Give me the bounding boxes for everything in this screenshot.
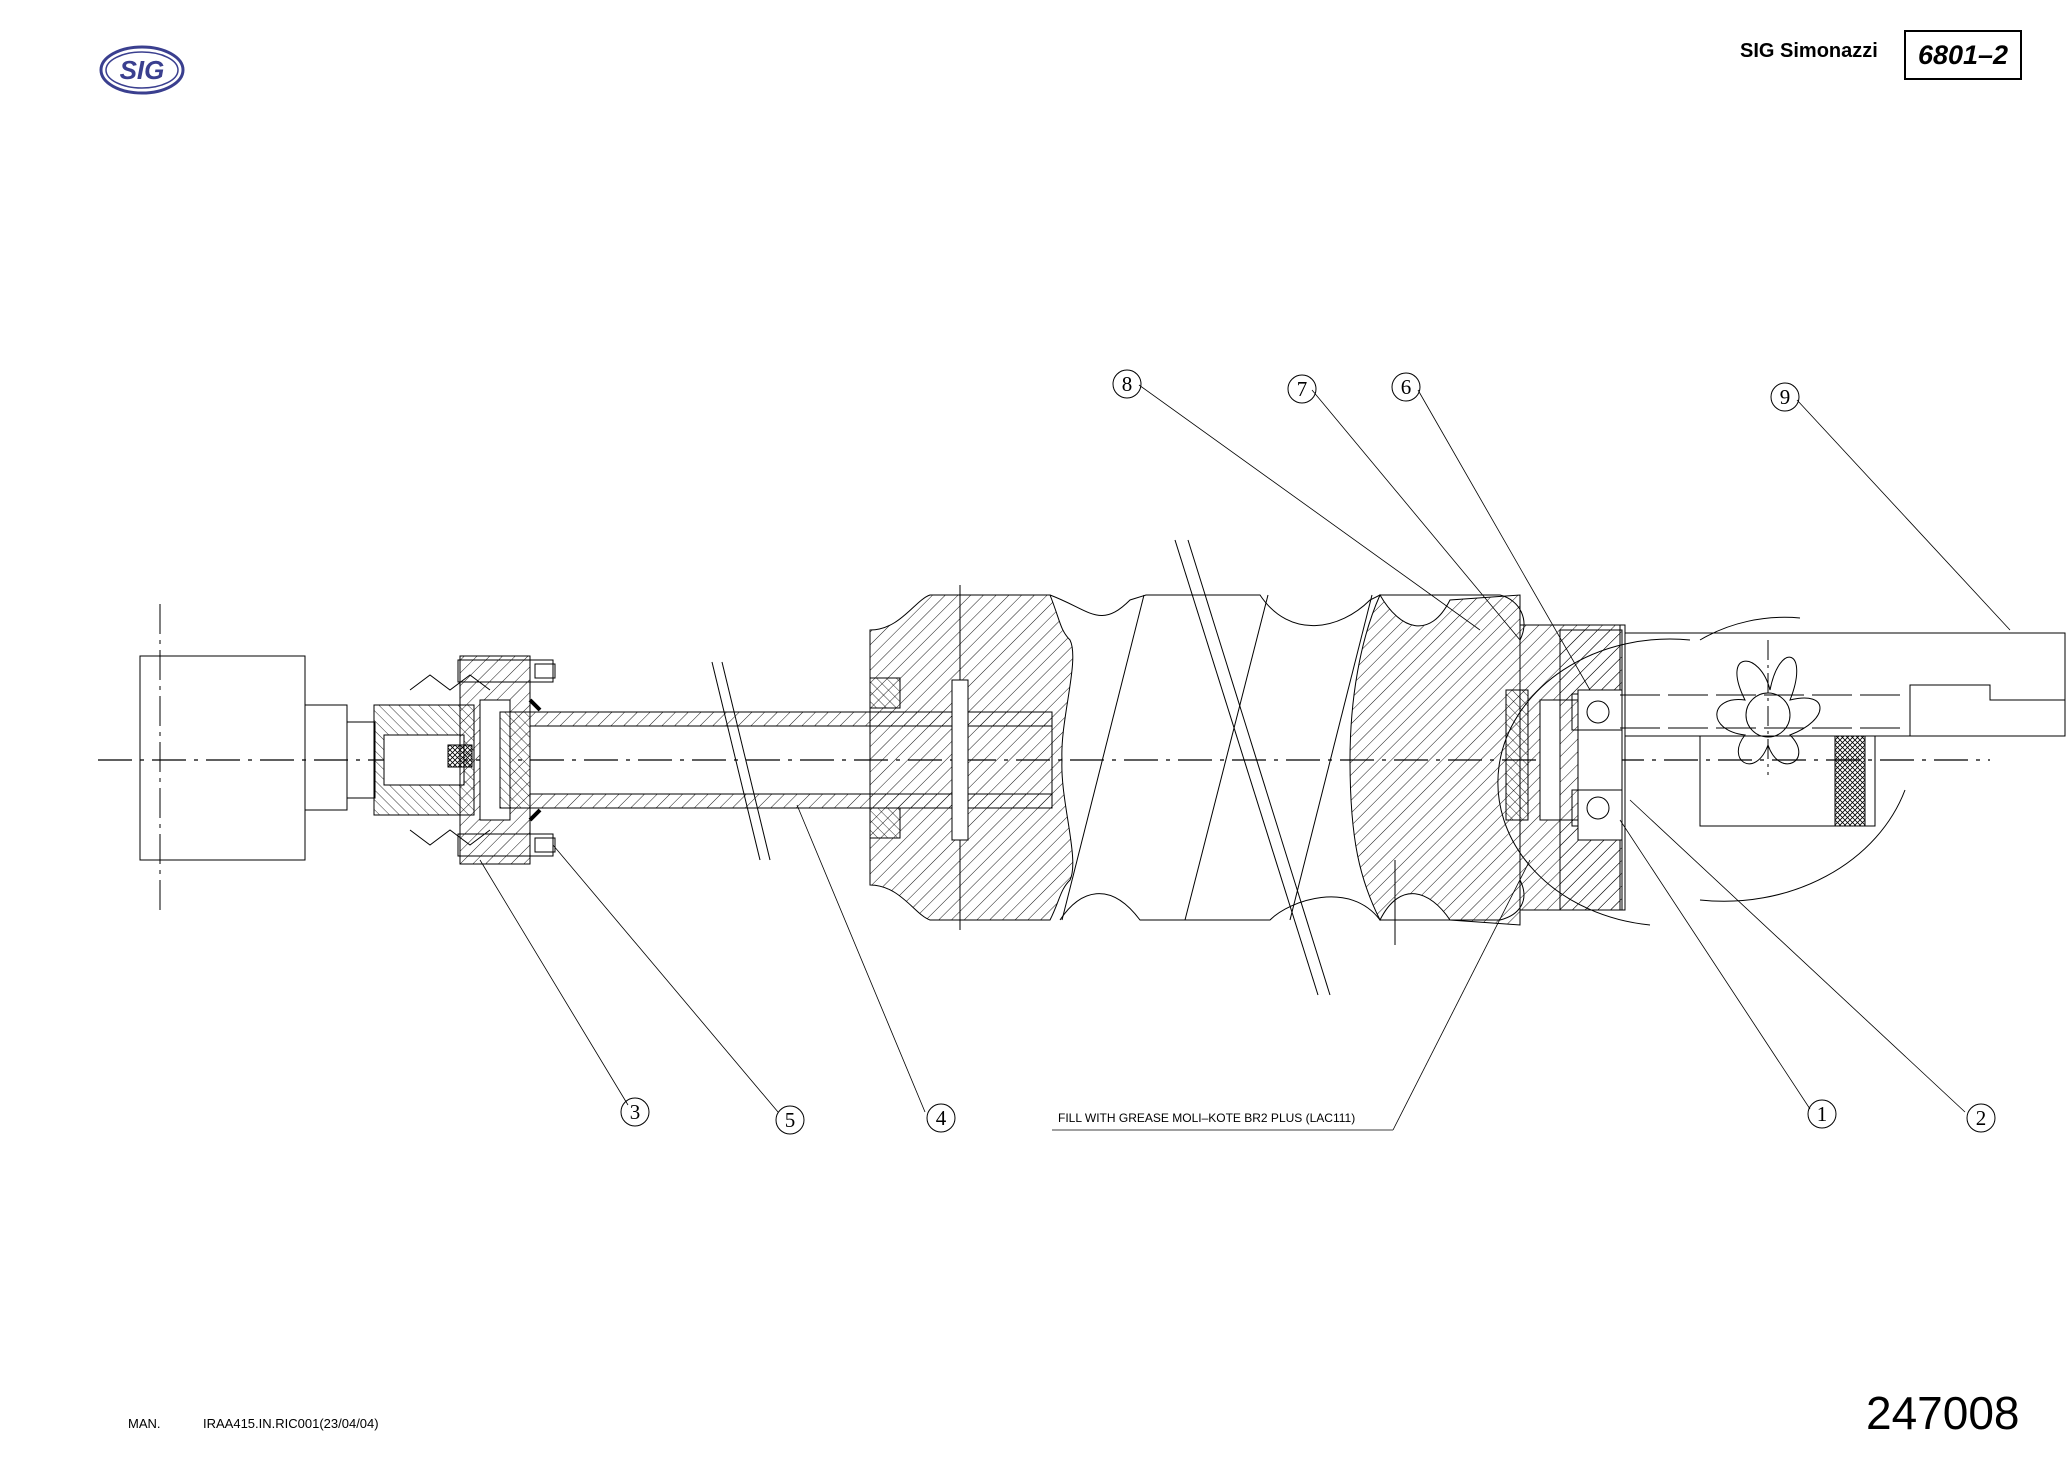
motor-block [139, 655, 306, 861]
brand-name: SIG Simonazzi [1740, 40, 1878, 62]
auger-rear-section [1349, 593, 1521, 926]
balloon-label-9: 9 [1780, 385, 1791, 409]
balloon-label-3: 3 [630, 1100, 641, 1124]
grease-note: FILL WITH GREASE MOLI–KOTE BR2 PLUS (LAC… [1058, 1111, 1356, 1125]
balloon-1 [1807, 1099, 1837, 1129]
balloon-label-6: 6 [1401, 375, 1412, 399]
leader-lines [479, 384, 2011, 1131]
balloon-3 [620, 1097, 650, 1127]
auger-front-hub [869, 594, 961, 921]
balloon-label-1: 1 [1817, 1102, 1828, 1126]
knurled-element [1834, 735, 1866, 827]
balloons [620, 369, 1996, 1135]
balloon-4 [926, 1103, 956, 1133]
balloon-label-8: 8 [1122, 372, 1133, 396]
balloon-label-5: 5 [785, 1108, 796, 1132]
sig-logo: SIG [99, 45, 185, 95]
balloon-label-7: 7 [1297, 377, 1308, 401]
balloon-7 [1287, 374, 1317, 404]
logo-text: SIG [120, 55, 165, 85]
footer-reference: IRAA415.IN.RIC001(23/04/04) [203, 1416, 379, 1431]
drawing-number: 247008 [1866, 1387, 2020, 1439]
balloon-label-2: 2 [1976, 1106, 1987, 1130]
balloon-2 [1966, 1103, 1996, 1133]
balloon-5 [775, 1105, 805, 1135]
balloon-label-4: 4 [936, 1106, 947, 1130]
balloon-9 [1770, 382, 1800, 412]
footer-label: MAN. [128, 1416, 161, 1431]
star-knob [1716, 656, 1821, 765]
document-code: 6801–2 [1904, 30, 2022, 80]
balloon-8 [1112, 369, 1142, 399]
rear-gearbox [1624, 632, 2066, 737]
balloon-6 [1391, 372, 1421, 402]
